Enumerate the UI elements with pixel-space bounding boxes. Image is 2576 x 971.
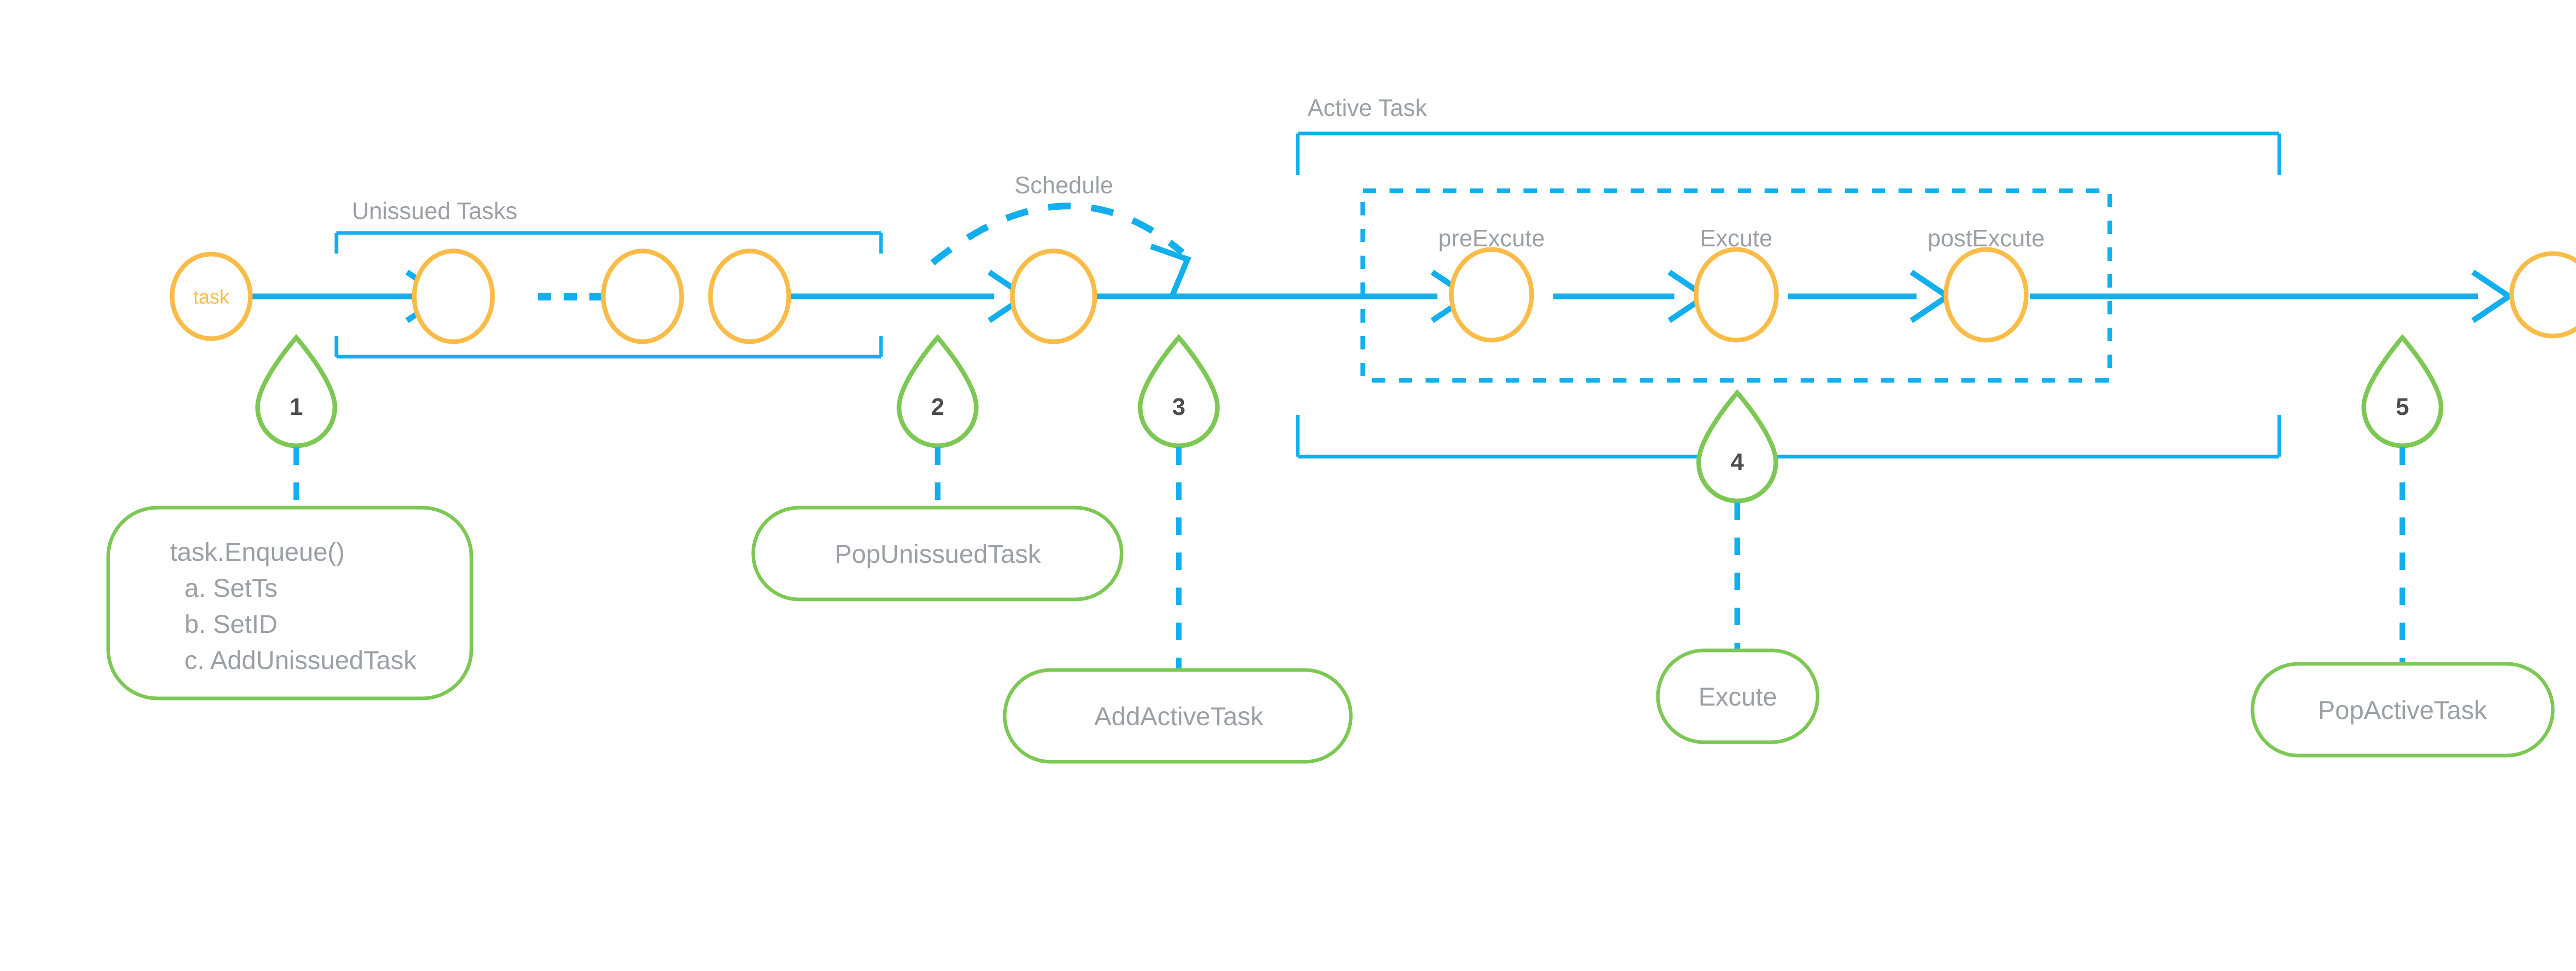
marker-1-number: 1: [290, 393, 303, 420]
callout-enqueue-line-3: c. AddUnissuedTask: [184, 646, 417, 675]
callout-excute[interactable]: Excute: [1656, 648, 1820, 744]
callout-add-active-label: AddActiveTask: [1094, 702, 1264, 731]
group-label-unissued-tasks: Unissued Tasks: [352, 197, 517, 224]
marker-4[interactable]: 4: [1696, 389, 1778, 504]
marker-3-number: 3: [1172, 393, 1185, 420]
marker-4-number: 4: [1731, 448, 1744, 475]
active-stage-dashed-box: [1360, 188, 2112, 383]
node-queue-2[interactable]: [601, 248, 684, 344]
callout-pop-active[interactable]: PopActiveTask: [2250, 662, 2555, 758]
stage-label-excute: Excute: [1700, 225, 1773, 252]
marker-2[interactable]: 2: [896, 334, 979, 448]
node-schedule[interactable]: [1010, 248, 1097, 344]
group-label-active-task: Active Task: [1308, 94, 1428, 121]
marker-1[interactable]: 1: [255, 334, 337, 448]
transition-label-schedule: Schedule: [1014, 172, 1113, 198]
node-done[interactable]: [2509, 251, 2576, 339]
node-task-label: task: [193, 287, 230, 308]
bracket-active-top: [1296, 131, 2281, 175]
callout-enqueue-line-2: b. SetID: [184, 610, 278, 639]
callout-pop-unissued-label: PopUnissuedTask: [835, 540, 1041, 568]
node-excute[interactable]: [1693, 247, 1779, 343]
node-task[interactable]: task: [170, 252, 253, 341]
marker-3[interactable]: 3: [1138, 334, 1220, 448]
callout-enqueue[interactable]: task.Enqueue() a. SetTs b. SetID c. AddU…: [106, 506, 473, 700]
node-queue-1[interactable]: [412, 248, 495, 344]
schedule-transition: [930, 203, 1192, 296]
callout-pop-active-label: PopActiveTask: [2318, 696, 2487, 725]
stage-label-postexcute: postExcute: [1927, 225, 2045, 252]
node-post-excute[interactable]: [1943, 247, 2029, 343]
bracket-unissued-top: [334, 231, 883, 254]
marker-5[interactable]: 5: [2361, 334, 2444, 448]
queue-ellipsis: [538, 293, 603, 300]
node-pre-excute[interactable]: [1449, 247, 1534, 343]
callout-pop-unissued[interactable]: PopUnissuedTask: [751, 506, 1124, 601]
marker-5-number: 5: [2396, 393, 2409, 420]
marker-2-number: 2: [931, 393, 944, 420]
stage-label-preexcute: preExcute: [1438, 225, 1545, 252]
callout-add-active[interactable]: AddActiveTask: [1003, 668, 1353, 764]
bracket-unissued-bottom: [334, 336, 883, 359]
callout-enqueue-line-0: task.Enqueue(): [170, 538, 345, 566]
bracket-active-bottom: [1296, 415, 2281, 459]
callout-enqueue-line-1: a. SetTs: [184, 574, 278, 602]
callout-excute-label: Excute: [1699, 682, 1777, 711]
node-queue-3[interactable]: [708, 248, 791, 344]
